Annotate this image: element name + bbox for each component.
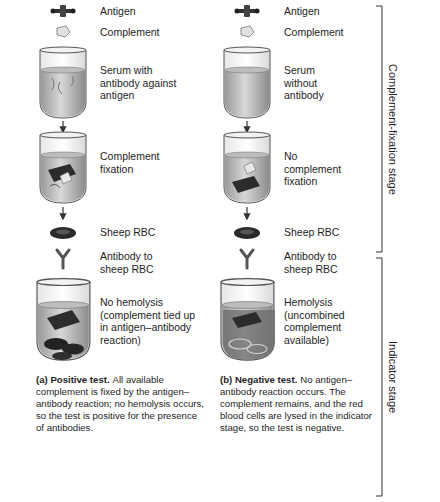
antibody-icon [57, 250, 69, 268]
test-tube [37, 279, 90, 361]
complement-icon [57, 26, 70, 37]
step-arrow [62, 121, 63, 132]
caption-block: (b) Negative test.No antigen–antibody re… [220, 374, 380, 434]
step-arrow [62, 207, 63, 219]
test-tube [40, 47, 86, 118]
complement-icon [57, 26, 70, 37]
test-tube [221, 279, 275, 361]
test-tube [40, 132, 86, 203]
test-tube [232, 176, 260, 193]
step-label: No complement fixation [284, 150, 350, 188]
test-tube [223, 310, 275, 360]
antigen-icon [51, 5, 76, 17]
sheep-rbc-icon [234, 227, 260, 239]
stage-label: Indicator stage [386, 258, 399, 496]
test-tube [224, 132, 270, 203]
antibody-icon [57, 250, 69, 268]
antibody-icon [241, 250, 253, 268]
item-label: Serum with antibody against antigen [100, 64, 180, 102]
test-tube [52, 352, 72, 360]
item-label: Antigen [284, 5, 364, 18]
test-tube [60, 172, 72, 184]
caption-block: (a) Positive test.All available compleme… [36, 374, 204, 434]
caption-heading: (a) Positive test. [36, 374, 110, 385]
caption-heading: (b) Negative test. [220, 374, 297, 385]
test-tube [37, 279, 90, 361]
step-label: Complement fixation [100, 150, 170, 175]
sheep-rbc-icon [50, 227, 76, 239]
test-tube [47, 310, 80, 330]
stage-label: Complement-fixation stage [386, 6, 399, 252]
sheep-rbc-icon [234, 227, 260, 239]
complement-icon [241, 26, 254, 37]
test-tube [50, 184, 60, 188]
test-tube [224, 47, 270, 118]
item-label: Sheep RBC [284, 226, 364, 239]
antigen-icon [51, 5, 76, 17]
antigen-icon [235, 5, 260, 17]
test-tube [247, 345, 267, 354]
test-tube [244, 162, 256, 174]
stage-bracket [376, 6, 382, 252]
sheep-rbc-icon [50, 227, 76, 239]
item-label: Complement [284, 26, 364, 39]
result-label: Hemolysis (uncombined complement availab… [284, 296, 360, 346]
antigen-icon [235, 5, 260, 17]
result-label: No hemolysis (complement tied up in anti… [100, 296, 198, 346]
test-tube [40, 132, 86, 203]
test-tube [232, 312, 262, 328]
item-label: Complement [100, 26, 180, 39]
test-tube [52, 76, 73, 94]
item-label: Antibody to sheep RBC [284, 250, 348, 275]
step-arrow [246, 121, 247, 132]
complement-icon [241, 26, 254, 37]
test-tube [224, 132, 270, 203]
antibody-icon [241, 250, 253, 268]
step-arrow [246, 207, 247, 219]
stage-bracket [376, 258, 382, 496]
test-tube [224, 47, 270, 118]
item-label: Serum without antibody [284, 64, 336, 102]
test-tube [40, 47, 86, 118]
item-label: Antigen [100, 5, 180, 18]
item-label: Antibody to sheep RBC [100, 250, 164, 275]
item-label: Sheep RBC [100, 226, 180, 239]
